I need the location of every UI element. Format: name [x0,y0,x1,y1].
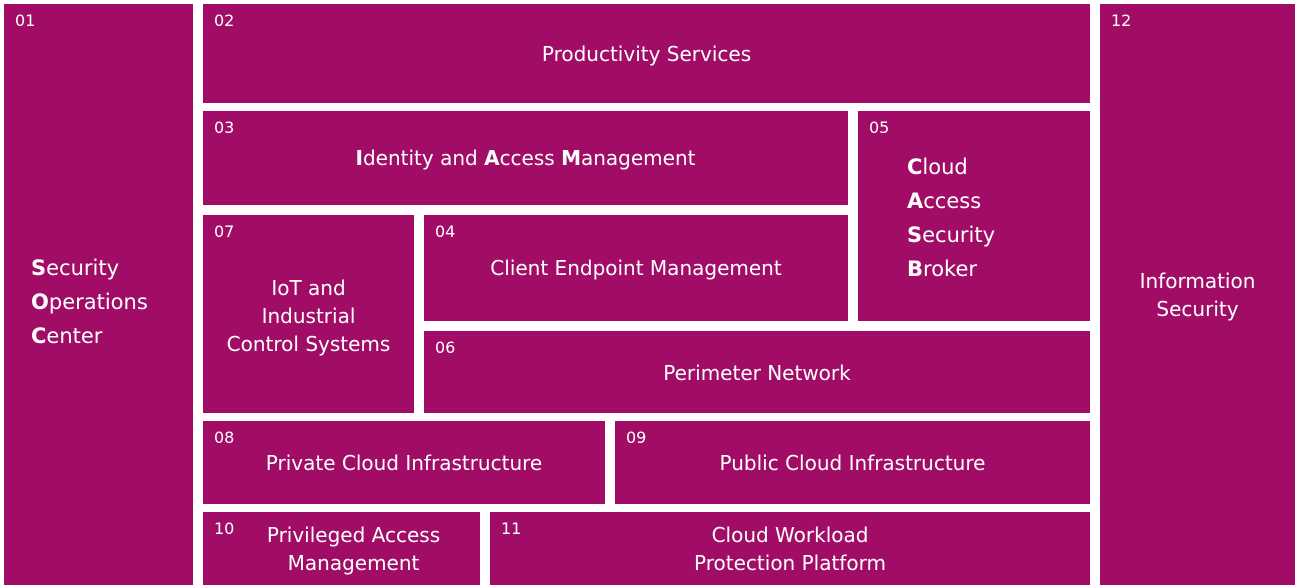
label-line: Privileged Access [227,521,480,549]
label-text: anagement [580,146,696,170]
tile-number: 01 [15,11,36,30]
initial-letter: A [907,189,924,213]
label-text: Privileged Access [266,523,441,547]
tile-number: 10 [214,519,235,538]
tile-perimeter-network: 06 Perimeter Network [424,331,1090,413]
initial-letter: M [561,146,581,170]
tile-number: 04 [435,222,456,241]
tile-label: Productivity Services [203,40,1090,68]
label-line: Control Systems [203,330,414,358]
tile-number: 08 [214,428,235,447]
label-line: Security [1100,295,1295,323]
tile-productivity-services: 02 Productivity Services [203,4,1090,103]
tile-number: 06 [435,338,456,357]
tile-number: 02 [214,11,235,30]
tile-number: 09 [626,428,647,447]
label-text: Public Cloud Infrastructure [719,451,986,475]
label-line: Information [1100,267,1295,295]
label-line: Operations [31,285,148,319]
label-line: Management [227,549,480,577]
label-line: Productivity Services [203,40,1090,68]
label-text: Security [1156,297,1239,321]
tile-client-endpoint-management: 04 Client Endpoint Management [424,215,848,321]
label-line: Public Cloud Infrastructure [615,449,1090,477]
tile-identity-and-access-management: 03 Identity and Access Management [203,111,848,205]
label-text: ecurity [922,223,996,247]
tile-number: 07 [214,222,235,241]
tile-number: 12 [1111,11,1132,30]
label-line: Security [907,218,995,252]
label-text: IoT and [271,276,346,300]
label-text: roker [923,257,978,281]
label-text: Private Cloud Infrastructure [265,451,543,475]
label-text: Protection Platform [694,551,886,575]
label-text: ccess [923,189,982,213]
label-line: Identity and Access Management [203,144,848,172]
initial-letter: S [31,256,47,280]
label-text: Management [287,551,420,575]
label-text: perations [48,290,148,314]
label-text: dentity and [362,146,485,170]
label-line: Access [907,184,995,218]
tile-number: 03 [214,118,235,137]
tile-label: Client Endpoint Management [424,254,848,282]
label-text: Cloud Workload [711,523,869,547]
tile-private-cloud-infrastructure: 08 Private Cloud Infrastructure [203,421,605,504]
tile-label: Identity and Access Management [203,144,848,172]
tile-label: Perimeter Network [424,359,1090,387]
label-line: Client Endpoint Management [424,254,848,282]
label-line: IoT and [203,274,414,302]
label-text: Control Systems [226,332,391,356]
initial-letter: A [484,146,500,170]
label-text: Perimeter Network [663,361,851,385]
label-text: Client Endpoint Management [490,256,782,280]
label-line: Protection Platform [490,549,1090,577]
label-line: Industrial [203,302,414,330]
tile-number: 11 [501,519,522,538]
label-text: Productivity Services [541,42,752,66]
label-text: enter [46,324,103,348]
label-line: Broker [907,252,995,286]
label-text: ccess [499,146,562,170]
initial-letter: I [355,146,363,170]
label-line: Security [31,251,148,285]
initial-letter: S [907,223,923,247]
label-text: loud [922,155,968,179]
initial-letter: C [31,324,47,348]
label-line: Cloud Workload [490,521,1090,549]
label-line: Private Cloud Infrastructure [203,449,605,477]
label-line: Perimeter Network [424,359,1090,387]
tile-label: Private Cloud Infrastructure [203,449,605,477]
tile-label: Public Cloud Infrastructure [615,449,1090,477]
label-text: ecurity [46,256,120,280]
initial-letter: O [31,290,49,314]
tile-number: 05 [869,118,890,137]
initial-letter: C [907,155,923,179]
initial-letter: B [907,257,924,281]
tile-public-cloud-infrastructure: 09 Public Cloud Infrastructure [615,421,1090,504]
label-line: Cloud [907,150,995,184]
label-text: Information [1139,269,1256,293]
label-text: Industrial [261,304,356,328]
label-line: Center [31,319,148,353]
